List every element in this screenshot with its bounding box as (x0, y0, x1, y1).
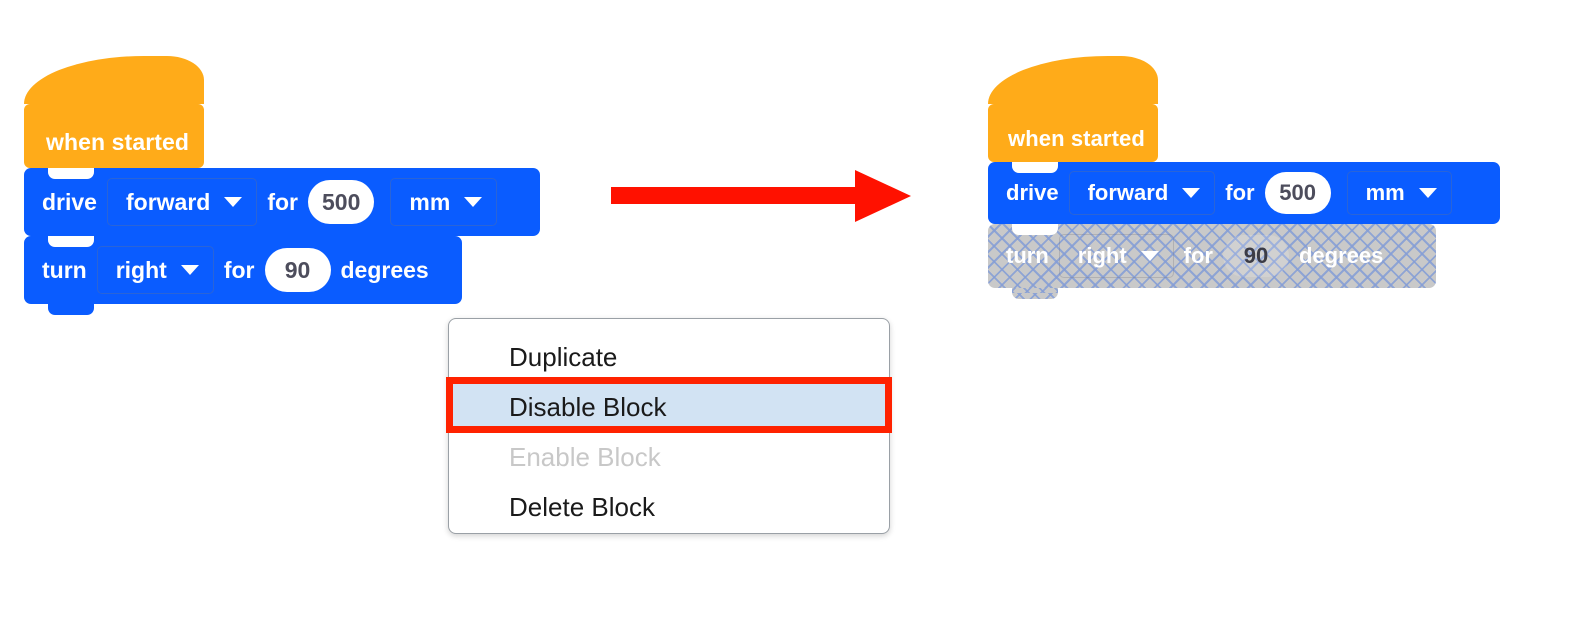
drive-distance-input[interactable]: 500 (308, 180, 375, 224)
block-stack-before: when started drive forward for 500 mm tu… (24, 56, 540, 315)
menu-item-disable-block[interactable]: Disable Block (449, 382, 889, 432)
menu-item-delete-block[interactable]: Delete Block (509, 492, 655, 522)
drive-direction-dropdown[interactable]: forward (1068, 171, 1216, 215)
when-started-hat-block[interactable]: when started (24, 56, 204, 168)
drive-label: drive (42, 188, 97, 215)
drive-label: drive (1006, 180, 1059, 205)
turn-direction-value: right (1077, 243, 1127, 268)
drive-direction-dropdown[interactable]: forward (106, 178, 258, 226)
arrow-shaft (611, 187, 861, 204)
hat-block-label: when started (1008, 126, 1145, 151)
drive-direction-value: forward (125, 188, 211, 215)
turn-direction-value: right (115, 256, 167, 283)
turn-direction-dropdown[interactable]: right (96, 246, 214, 294)
context-menu-items: Duplicate Disable Block Enable Block Del… (449, 319, 889, 546)
arrow-head (855, 170, 911, 222)
drive-direction-value: forward (1087, 180, 1169, 205)
drive-unit-value: mm (1365, 180, 1405, 205)
drive-for-label: for (1225, 180, 1255, 205)
turn-direction-dropdown[interactable]: right (1058, 234, 1174, 278)
block-notch-top (48, 236, 94, 247)
drive-block[interactable]: drive forward for 500 mm (988, 162, 1500, 224)
menu-item-duplicate[interactable]: Duplicate (509, 342, 618, 372)
block-stack-after: when started drive forward for 500 mm tu… (988, 56, 1500, 299)
hat-dome (988, 56, 1158, 104)
turn-angle-input[interactable]: 90 (1222, 235, 1289, 277)
hat-dome (24, 56, 204, 104)
turn-label: turn (42, 256, 87, 283)
block-notch-top (1012, 224, 1058, 235)
chevron-down-icon (1140, 251, 1159, 261)
drive-unit-value: mm (409, 188, 451, 215)
turn-angle-input[interactable]: 90 (264, 248, 331, 292)
turn-degrees-label: degrees (1298, 243, 1384, 268)
drive-for-label: for (267, 188, 298, 215)
turn-for-label: for (223, 256, 255, 283)
turn-degrees-label: degrees (340, 256, 429, 283)
block-notch-top (48, 168, 94, 179)
turn-for-label: for (1183, 243, 1213, 268)
block-notch-top (1012, 162, 1058, 173)
chevron-down-icon (180, 265, 199, 275)
drive-distance-input[interactable]: 500 (1264, 172, 1331, 214)
chevron-down-icon (464, 197, 483, 207)
block-context-menu[interactable]: Duplicate Disable Block Enable Block Del… (448, 318, 890, 534)
when-started-hat-block[interactable]: when started (988, 56, 1158, 162)
turn-block-disabled[interactable]: turn right for 90 degrees (988, 224, 1436, 299)
hat-block-label: when started (46, 129, 190, 155)
turn-label: turn (1006, 243, 1049, 268)
block-bump-bottom (48, 304, 94, 315)
turn-block[interactable]: turn right for 90 degrees (24, 236, 462, 315)
chevron-down-icon (1182, 188, 1201, 198)
chevron-down-icon (224, 197, 243, 207)
drive-block[interactable]: drive forward for 500 mm (24, 168, 540, 236)
drive-unit-dropdown[interactable]: mm (1346, 171, 1452, 215)
block-bump-bottom (1012, 288, 1058, 299)
chevron-down-icon (1418, 188, 1437, 198)
drive-unit-dropdown[interactable]: mm (390, 178, 498, 226)
red-arrow-icon (611, 170, 913, 224)
menu-item-enable-block: Enable Block (509, 442, 661, 472)
